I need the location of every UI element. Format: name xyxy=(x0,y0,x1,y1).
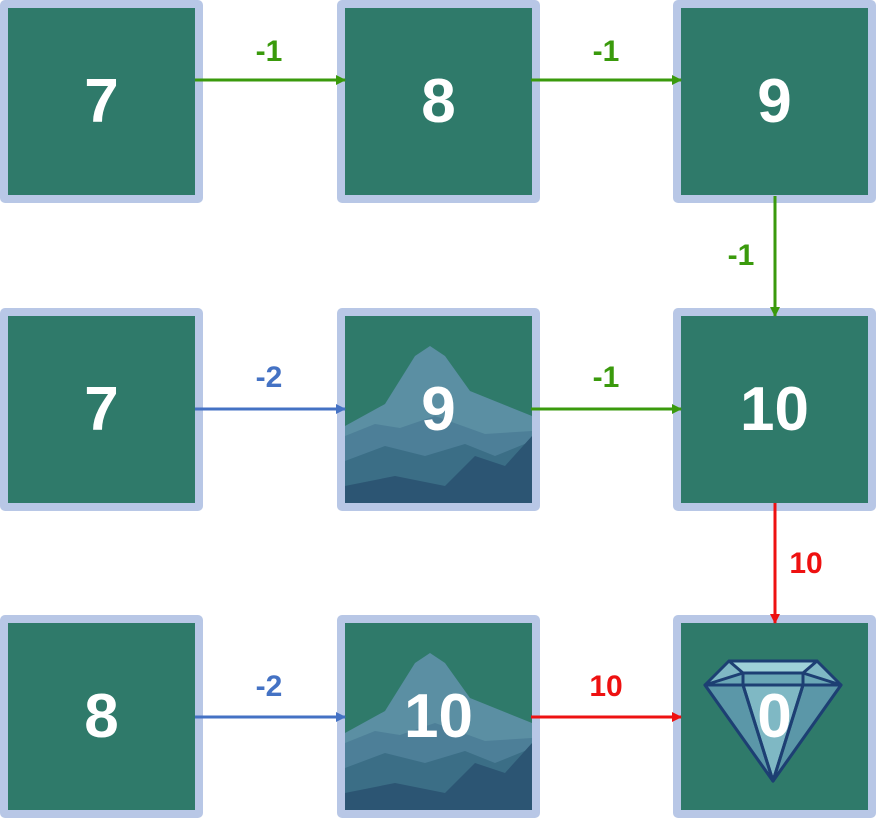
edge-label: -1 xyxy=(727,239,755,272)
edge-label: -2 xyxy=(255,361,283,394)
tile-value: 7 xyxy=(84,67,119,136)
mountain-icon xyxy=(345,653,532,810)
tile-value: 9 xyxy=(421,375,456,444)
edge-label: -1 xyxy=(592,35,620,68)
tile-r1c1: 9 xyxy=(337,308,540,511)
tile-r0c1: 8 xyxy=(337,0,540,203)
tile-value: 9 xyxy=(757,67,792,136)
edge-label: -1 xyxy=(592,361,620,394)
tile-r2c0: 8 xyxy=(0,615,203,818)
edge-label: -1 xyxy=(255,35,283,68)
tile-r1c2: 10 xyxy=(673,308,876,511)
edge-label: 10 xyxy=(789,547,823,580)
tile-r0c2: 9 xyxy=(673,0,876,203)
tile-value: 8 xyxy=(84,682,119,751)
mountain-icon xyxy=(345,346,532,503)
tile-value: 7 xyxy=(84,375,119,444)
tile-r0c0: 7 xyxy=(0,0,203,203)
tile-r1c0: 7 xyxy=(0,308,203,511)
tile-value: 10 xyxy=(740,375,809,444)
edge-label: 10 xyxy=(589,670,623,703)
tile-r2c1: 10 xyxy=(337,615,540,818)
tile-value: 8 xyxy=(421,67,456,136)
tile-r2c2: 0 xyxy=(673,615,876,818)
tile-value: 0 xyxy=(757,682,792,751)
diamond-icon xyxy=(703,659,843,783)
edge-label: -2 xyxy=(255,670,283,703)
tile-value: 10 xyxy=(404,682,473,751)
